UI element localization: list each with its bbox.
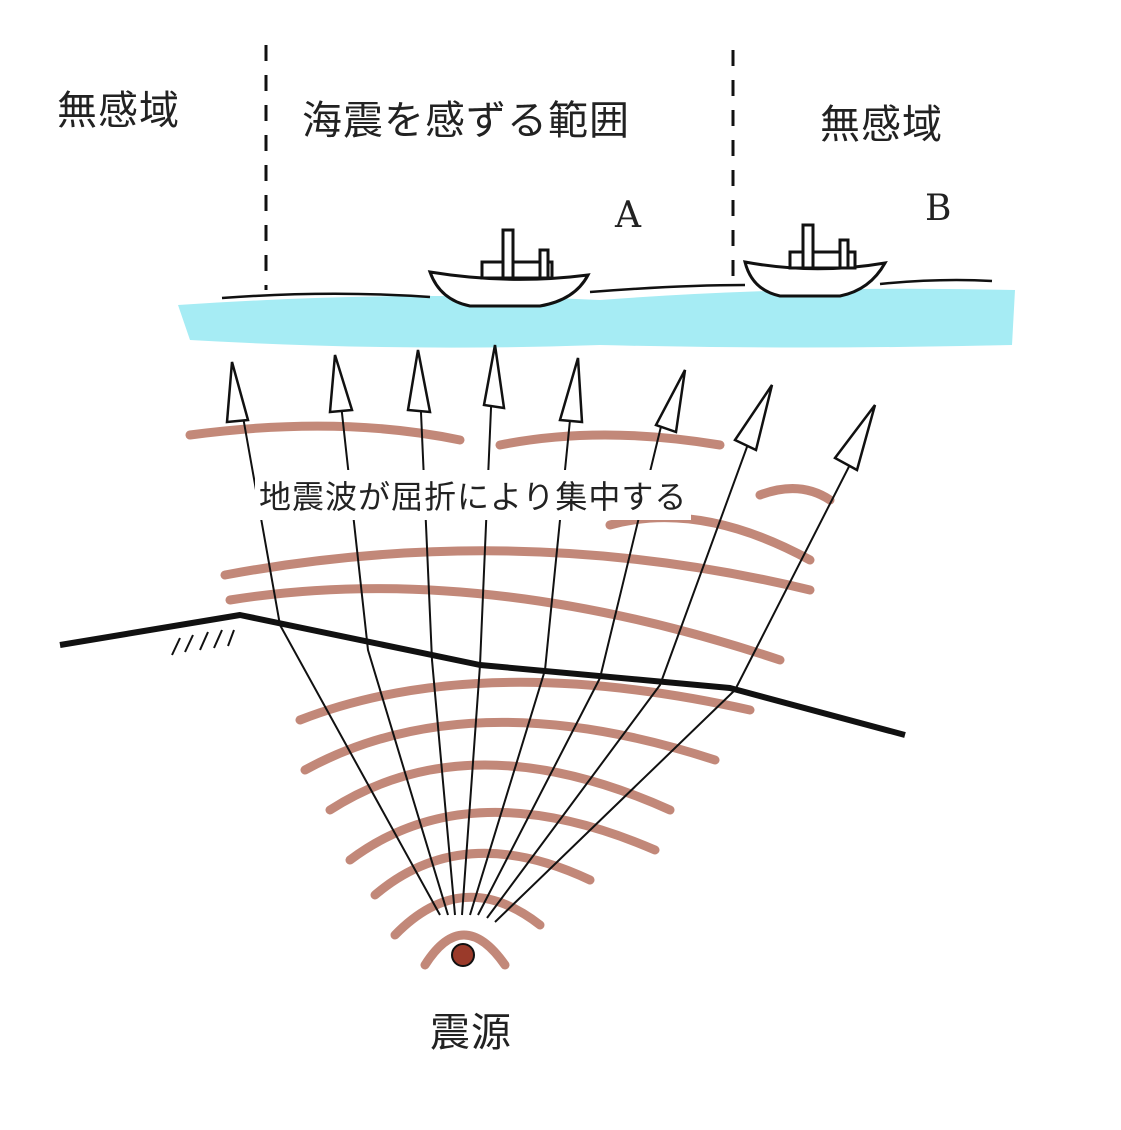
label-feel-range: 海震を感ずる範囲 — [302, 98, 630, 144]
label-ship-b: B — [925, 188, 953, 229]
sea-surface-line — [221, 278, 993, 300]
label-hypocenter: 震源 — [430, 1010, 512, 1056]
label-refraction: 地震波が屈折により集中する — [255, 470, 692, 520]
ship-a — [427, 228, 591, 308]
label-ship-a: A — [615, 195, 642, 236]
fault-line — [59, 612, 906, 738]
hypocenter-dot — [451, 943, 475, 967]
ray-arrowheads — [225, 344, 877, 472]
ship-b — [742, 223, 888, 298]
label-no-feel-right: 無感域 — [820, 102, 943, 148]
seismic-wave-arcs — [185, 421, 835, 970]
sea-water — [178, 288, 1015, 348]
fault-hatching — [171, 629, 235, 656]
label-no-feel-left: 無感域 — [57, 88, 180, 134]
